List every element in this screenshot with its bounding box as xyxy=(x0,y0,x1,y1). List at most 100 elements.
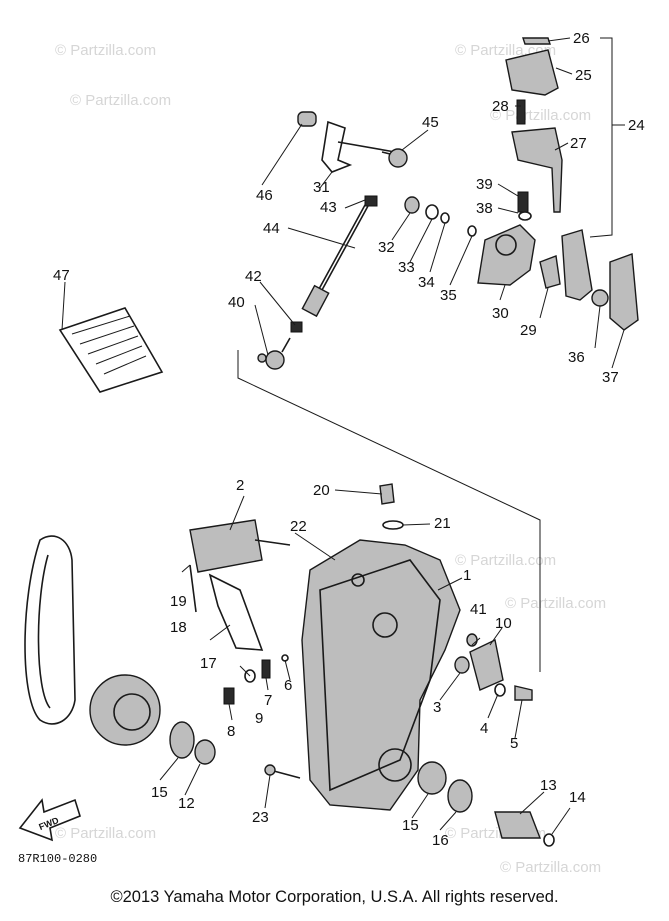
gasket-17 xyxy=(208,573,264,651)
watermark: © Partzilla.com xyxy=(455,552,556,569)
callout-40: 40 xyxy=(228,294,245,311)
callout-30: 30 xyxy=(492,305,509,322)
callout-4: 4 xyxy=(480,720,488,737)
callout-14: 14 xyxy=(569,789,586,806)
watermark: © Partzilla.com xyxy=(490,107,591,124)
nut-42 xyxy=(290,321,303,333)
callout-42: 42 xyxy=(245,268,262,285)
callout-37: 37 xyxy=(602,369,619,386)
callout-31: 31 xyxy=(313,179,330,196)
callout-21: 21 xyxy=(434,515,451,532)
cap-26 xyxy=(522,37,551,45)
cover-37 xyxy=(609,253,639,331)
washer-9 xyxy=(244,669,256,683)
washer-38 xyxy=(518,211,532,221)
rod-44-edge xyxy=(318,204,366,290)
case-bore xyxy=(378,748,412,782)
watermark: © Partzilla.com xyxy=(55,825,156,842)
plate-10 xyxy=(469,638,504,691)
watermark: © Partzilla.com xyxy=(55,42,156,59)
callout-33: 33 xyxy=(398,259,415,276)
callout-27: 27 xyxy=(570,135,587,152)
oring-21 xyxy=(382,520,404,530)
callout-20: 20 xyxy=(313,482,330,499)
grip-25 xyxy=(505,49,559,96)
shift-arm-shaft xyxy=(337,141,396,153)
callout-12: 12 xyxy=(178,795,195,812)
seal-12 xyxy=(194,739,216,765)
ball-joint-stud xyxy=(381,151,391,155)
callout-8: 8 xyxy=(227,723,235,740)
callout-7: 7 xyxy=(264,692,272,709)
chaincase-1 xyxy=(301,539,461,811)
washer-35 xyxy=(467,225,477,237)
case-boss xyxy=(372,612,398,638)
sprocket-hub xyxy=(113,693,151,731)
copyright-notice: ©2013 Yamaha Motor Corporation, U.S.A. A… xyxy=(110,888,559,906)
bearing-15 xyxy=(169,721,195,759)
washer-3 xyxy=(454,656,470,674)
callout-35: 35 xyxy=(440,287,457,304)
callout-10: 10 xyxy=(495,615,512,632)
callout-34: 34 xyxy=(418,274,435,291)
callout-17: 17 xyxy=(200,655,217,672)
leader-lines xyxy=(61,37,625,835)
watermark: © Partzilla.com xyxy=(505,595,606,612)
watermark: © Partzilla.com xyxy=(70,92,171,109)
callout-5: 5 xyxy=(510,735,518,752)
bolt-5 xyxy=(514,685,533,701)
callouts: 26 25 24 28 27 39 38 45 46 31 43 44 32 3… xyxy=(53,30,645,849)
chain xyxy=(24,535,76,725)
bearing-15b xyxy=(417,761,447,795)
callout-16: 16 xyxy=(432,832,449,849)
callout-25: 25 xyxy=(575,67,592,84)
cap-14 xyxy=(543,833,555,847)
callout-6: 6 xyxy=(284,677,292,694)
bolt-19 xyxy=(189,564,197,613)
lever-27 xyxy=(511,127,563,213)
watermark: © Partzilla.com xyxy=(500,859,601,876)
callout-19: 19 xyxy=(170,593,187,610)
seal-16 xyxy=(447,779,473,813)
washer-4 xyxy=(494,683,506,697)
callout-46: 46 xyxy=(256,187,273,204)
bolt-8 xyxy=(223,687,235,705)
plug-41 xyxy=(466,633,478,647)
callout-13: 13 xyxy=(540,777,557,794)
callout-9: 9 xyxy=(255,710,263,727)
callout-38: 38 xyxy=(476,200,493,217)
ball-joint-40-pin xyxy=(257,353,267,363)
bolt-39 xyxy=(517,191,529,213)
plate-29 xyxy=(539,255,561,289)
nut-43 xyxy=(364,195,378,207)
callout-3: 3 xyxy=(433,699,441,716)
callout-1: 1 xyxy=(463,567,471,584)
washer-34 xyxy=(440,212,450,224)
label-47 xyxy=(58,307,164,393)
chaincase-rim xyxy=(319,559,441,792)
bolt-23-head xyxy=(264,764,276,776)
callout-29: 29 xyxy=(520,322,537,339)
washer-32 xyxy=(404,196,420,214)
callout-45: 45 xyxy=(422,114,439,131)
label-47-lines xyxy=(71,315,147,375)
callout-18: 18 xyxy=(170,619,187,636)
callout-23: 23 xyxy=(252,809,269,826)
shift-arm-31 xyxy=(321,120,353,173)
callout-15: 15 xyxy=(151,784,168,801)
callout-36: 36 xyxy=(568,349,585,366)
bolt-28 xyxy=(516,99,526,125)
shaft-2-end xyxy=(254,539,291,546)
ball-joint-40 xyxy=(265,350,285,370)
washer-33 xyxy=(425,204,439,220)
callout-15b: 15 xyxy=(402,817,419,834)
watermarks: © Partzilla.com © Partzilla.com © Partzi… xyxy=(55,42,606,876)
shaft-13 xyxy=(494,811,542,839)
callout-47: 47 xyxy=(53,267,70,284)
bracket-30-hole xyxy=(495,234,517,256)
lever-assy-24 xyxy=(561,229,593,301)
collar-36 xyxy=(591,289,609,307)
shaft-2 xyxy=(189,519,263,573)
stud-7 xyxy=(261,659,271,679)
